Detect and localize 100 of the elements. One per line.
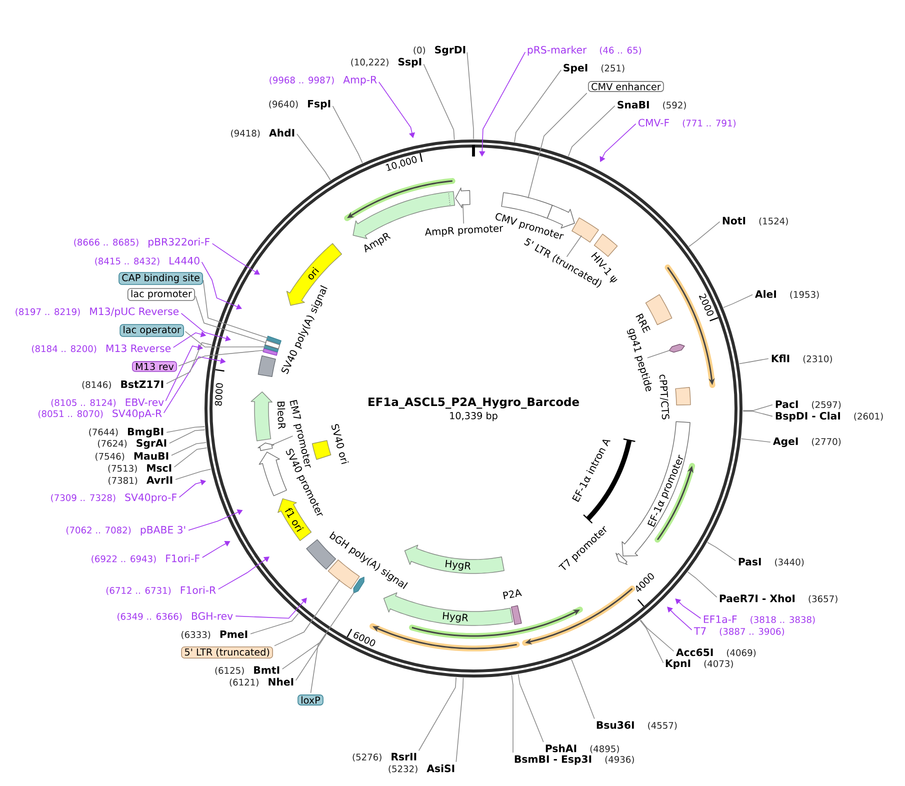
site-label: NotI xyxy=(722,216,746,224)
site-label: PshAI xyxy=(546,744,576,752)
leader-line xyxy=(174,447,208,468)
site-position: (2310) xyxy=(803,355,832,364)
primer-position: (8105 .. 8124) xyxy=(51,399,116,408)
feature-label: AmpR promoter xyxy=(425,225,504,237)
site-label: Acc65I xyxy=(676,648,713,656)
primer-position: (771 .. 791) xyxy=(682,120,736,128)
site-label: KflI xyxy=(772,354,790,362)
site-position: (2601) xyxy=(854,412,883,421)
feature-block xyxy=(455,188,470,208)
leader-line xyxy=(462,204,464,224)
site-label: SgrAI xyxy=(136,439,166,449)
leader-line xyxy=(566,235,582,258)
site-position: (4069) xyxy=(726,649,756,658)
feature-box xyxy=(264,340,280,350)
leader-line xyxy=(707,542,736,562)
site-position: (6125) xyxy=(215,666,244,675)
leader-line xyxy=(687,572,718,598)
site-position: (10,222) xyxy=(351,58,388,67)
leader-line xyxy=(218,556,270,590)
leader-line xyxy=(640,620,664,664)
feature-tag: lac promoter xyxy=(127,288,195,301)
site-label: BstZ17I xyxy=(121,380,164,388)
leader-line xyxy=(282,633,326,670)
site-position: (2770) xyxy=(812,438,841,446)
leader-line xyxy=(456,677,464,762)
feature-label: SV40 ori xyxy=(332,424,349,464)
feature-box xyxy=(353,576,364,594)
site-position: (9640) xyxy=(269,100,298,109)
site-label: SspI xyxy=(398,58,422,68)
primer-position: (8051 .. 8070) xyxy=(38,410,103,418)
feature-box xyxy=(262,348,278,356)
site-position: (8146) xyxy=(82,381,111,390)
primer-position: (6922 .. 6943) xyxy=(92,555,156,564)
site-position: (7513) xyxy=(108,464,137,473)
site-position: (7381) xyxy=(108,476,138,485)
feature-box xyxy=(264,344,279,352)
primer-position: (7309 .. 7328) xyxy=(51,494,116,502)
primer-label: CMV-F xyxy=(638,118,669,127)
leader-line xyxy=(178,350,265,366)
primer-label: pBR322ori-F xyxy=(148,238,210,248)
primer-position: (9968 .. 9987) xyxy=(270,76,334,85)
site-position: (7624) xyxy=(98,440,127,448)
tick-label: 10,000 xyxy=(386,156,417,171)
site-position: (6121) xyxy=(230,678,258,687)
primer-position: (7062 .. 7082) xyxy=(66,526,131,535)
site-position: (3657) xyxy=(808,595,838,604)
site-position: (3440) xyxy=(775,558,804,567)
site-label: MauBI xyxy=(134,452,168,460)
site-label: RsrII xyxy=(392,752,416,760)
leader-line xyxy=(740,438,771,443)
tick-label: 2000 xyxy=(698,294,714,316)
site-position: (592) xyxy=(663,102,686,110)
primer-position: (8197 .. 8219) xyxy=(16,308,80,316)
site-position: (251) xyxy=(601,64,624,73)
site-label: PacI xyxy=(776,400,798,408)
site-label: AleI xyxy=(754,290,776,298)
leader-line xyxy=(195,296,267,344)
leader-line xyxy=(175,468,212,480)
leader-line xyxy=(169,429,206,444)
primer-label: BGH-rev xyxy=(192,612,233,620)
feature-tag: lac operator xyxy=(120,324,184,337)
site-position: (5232) xyxy=(388,765,418,774)
leader-line xyxy=(166,426,205,433)
site-position: (4073) xyxy=(704,660,733,668)
primer-label: Amp-R xyxy=(343,76,377,86)
primer-label: pBABE 3' xyxy=(140,526,186,536)
leader-line xyxy=(295,634,327,681)
site-position: (9418) xyxy=(231,130,260,138)
site-position: (4557) xyxy=(648,722,677,730)
primer-position: (6712 .. 6731) xyxy=(106,586,171,595)
site-label: SpeI xyxy=(564,64,588,74)
leader-line xyxy=(723,294,753,308)
leader-line xyxy=(418,677,456,752)
leader-line xyxy=(647,350,670,358)
leader-line xyxy=(212,243,260,275)
primer-label: EF1a-F xyxy=(704,616,737,624)
site-position: (4936) xyxy=(605,756,634,764)
plasmid-name: EF1a_ASCL5_P2A_Hygro_Barcode xyxy=(368,397,579,409)
feature-box xyxy=(572,217,599,243)
primer-label: M13 Reverse xyxy=(106,344,171,352)
site-position: (4895) xyxy=(590,745,619,754)
site-label: BspDI - ClaI xyxy=(776,412,840,422)
leader-line xyxy=(235,598,307,619)
leader-line xyxy=(511,674,514,754)
leader-line xyxy=(738,358,769,364)
feature-tag: M13 rev xyxy=(132,361,177,372)
site-label: BsmBI - Esp3I xyxy=(514,755,592,765)
site-label: Bsu36I xyxy=(596,721,634,729)
site-label: AvrII xyxy=(146,476,172,484)
site-label: NheI xyxy=(268,678,294,686)
feature-label: BleoR xyxy=(277,402,286,430)
site-label: SgrDI xyxy=(435,46,466,56)
feature-block: HygR xyxy=(404,544,504,574)
leader-line xyxy=(423,64,455,140)
site-label: BmtI xyxy=(254,666,280,674)
site-position: (5276) xyxy=(352,753,382,762)
feature-tag: CMV enhancer xyxy=(588,81,664,92)
primer-position: (46 .. 65) xyxy=(600,46,642,55)
